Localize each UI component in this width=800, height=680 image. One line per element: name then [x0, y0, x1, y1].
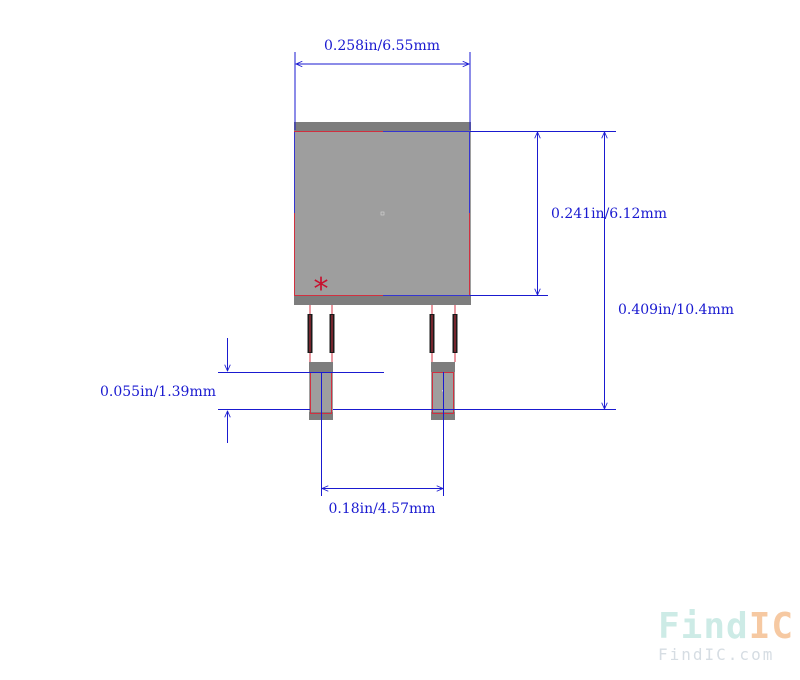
label-body-height: 0.241in/6.12mm — [551, 206, 667, 222]
package-body — [294, 122, 471, 305]
dimension-overall-height — [333, 131, 616, 410]
label-overall-height: 0.409in/10.4mm — [618, 302, 734, 318]
label-pad-height: 0.055in/1.39mm — [100, 384, 216, 400]
dimension-pad-pitch — [321, 372, 444, 496]
svg-text:FindIC: FindIC — [658, 606, 794, 647]
watermark-url: FindIC.com — [658, 645, 774, 664]
label-pad-pitch: 0.18in/4.57mm — [328, 501, 435, 517]
watermark-logo-ic: IC — [749, 606, 794, 647]
dimension-pad-height — [218, 338, 384, 443]
dimension-body-height — [470, 131, 548, 296]
pin1-marker: * — [314, 272, 329, 307]
label-body-width: 0.258in/6.55mm — [324, 38, 440, 54]
leads — [307, 305, 458, 362]
findic-watermark: FindIC FindIC.com — [658, 606, 794, 664]
watermark-logo-find: Find — [658, 606, 749, 647]
dimension-body-width — [294, 52, 471, 130]
